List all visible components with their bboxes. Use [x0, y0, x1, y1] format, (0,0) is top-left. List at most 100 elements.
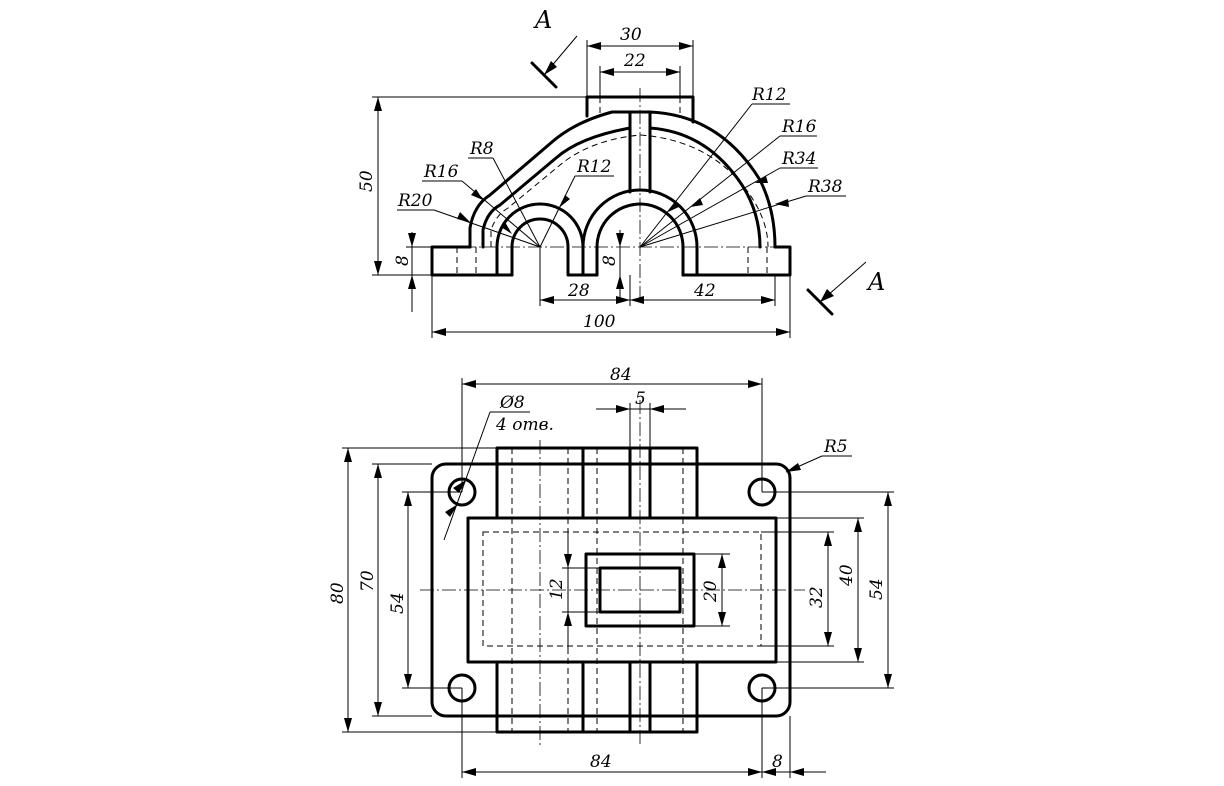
leader-r20 [433, 209, 541, 248]
inner-profile [481, 126, 762, 249]
arrow [616, 233, 624, 247]
radius-r20: R20 [397, 191, 433, 211]
leader-r16-right [639, 135, 781, 248]
arrow [544, 61, 557, 75]
arrow [854, 648, 862, 662]
dim-50: 50 [357, 170, 377, 192]
arrow [374, 702, 382, 716]
housing-hidden [482, 531, 762, 647]
front-view: 30 22 50 8 8 28 42 100 R8 R [357, 6, 885, 338]
dim-12: 12 [547, 578, 567, 600]
arrow [432, 328, 446, 336]
arrow [445, 504, 458, 517]
arrow [616, 405, 630, 413]
radius-r38: R38 [807, 177, 843, 197]
dim-22: 22 [623, 51, 646, 71]
arrow [453, 480, 466, 493]
arrow [820, 289, 834, 302]
arrow [786, 463, 801, 472]
dim-84-top: 84 [610, 365, 632, 385]
section-label-bottom: A [866, 268, 885, 296]
arrow [748, 768, 762, 776]
dim-8-bottom: 8 [772, 752, 783, 772]
arch-right-outer [581, 188, 699, 277]
arrow [718, 554, 726, 568]
hidden-profile [490, 134, 769, 248]
arrow [457, 212, 470, 222]
hole-count: 4 отв. [495, 415, 554, 435]
arrow [471, 189, 483, 200]
arrow [462, 380, 476, 388]
top-view: 84 5 Ø8 4 отв. R5 80 70 54 12 [328, 365, 894, 778]
radius-r16-left: R16 [423, 162, 459, 182]
arrow [404, 492, 412, 506]
arrow [762, 768, 776, 776]
arrow [666, 68, 680, 76]
leader-r8 [492, 157, 541, 248]
leader-r34 [639, 167, 781, 248]
dim-100: 100 [583, 312, 616, 332]
arrow [616, 275, 624, 289]
arrow [404, 674, 412, 688]
arrow [374, 464, 382, 478]
dim-40: 40 [837, 564, 857, 587]
dim-84-bottom: 84 [590, 752, 612, 772]
arrow [408, 233, 416, 247]
radius-r12-left: R12 [576, 157, 611, 177]
dim-70: 70 [358, 570, 378, 592]
section-label-top: A [533, 6, 552, 34]
arrow [748, 380, 762, 388]
arrow [854, 518, 862, 532]
arrow [884, 674, 892, 688]
leader-hole [443, 411, 491, 541]
radius-r5: R5 [823, 437, 848, 457]
base-right [681, 245, 792, 277]
arrow [884, 492, 892, 506]
dim-5: 5 [635, 389, 646, 409]
arrow [501, 222, 512, 234]
arrow [540, 296, 554, 304]
dim-8-left: 8 [393, 255, 413, 266]
arrow [776, 328, 790, 336]
dim-28: 28 [567, 281, 590, 301]
arrow [790, 768, 804, 776]
hole-diameter: Ø8 [499, 393, 525, 413]
dim-8-mid: 8 [600, 255, 620, 266]
radius-r34: R34 [781, 149, 816, 169]
dim-32: 32 [807, 586, 827, 608]
arrow [824, 532, 832, 546]
arrow [755, 176, 768, 183]
arrow [462, 768, 476, 776]
arrow [560, 195, 570, 207]
arrow [564, 612, 572, 626]
arrow [344, 718, 352, 732]
base-left [430, 245, 514, 277]
dim-42: 42 [693, 281, 716, 301]
arrow [824, 632, 832, 646]
arrow [690, 198, 703, 207]
leader-r12-left [539, 175, 576, 248]
arrow [761, 296, 775, 304]
arrow [408, 275, 416, 289]
arrow [374, 97, 382, 111]
dim-30: 30 [620, 25, 642, 45]
dim-20: 20 [701, 580, 721, 603]
radius-r16-right: R16 [781, 117, 817, 137]
arrow [344, 448, 352, 462]
arrow [775, 199, 789, 207]
arrow [374, 261, 382, 275]
arrow [564, 554, 572, 568]
arch-left-outer [495, 202, 585, 277]
radius-r12-right: R12 [751, 85, 786, 105]
arrow [718, 612, 726, 626]
arrow [600, 68, 614, 76]
dim-54-right: 54 [867, 578, 887, 600]
radius-r8: R8 [469, 139, 494, 159]
dim-80: 80 [328, 582, 348, 604]
leader-r12-right [639, 103, 753, 248]
dim-54-left: 54 [388, 592, 408, 614]
arrow [630, 296, 644, 304]
arrow [650, 405, 664, 413]
